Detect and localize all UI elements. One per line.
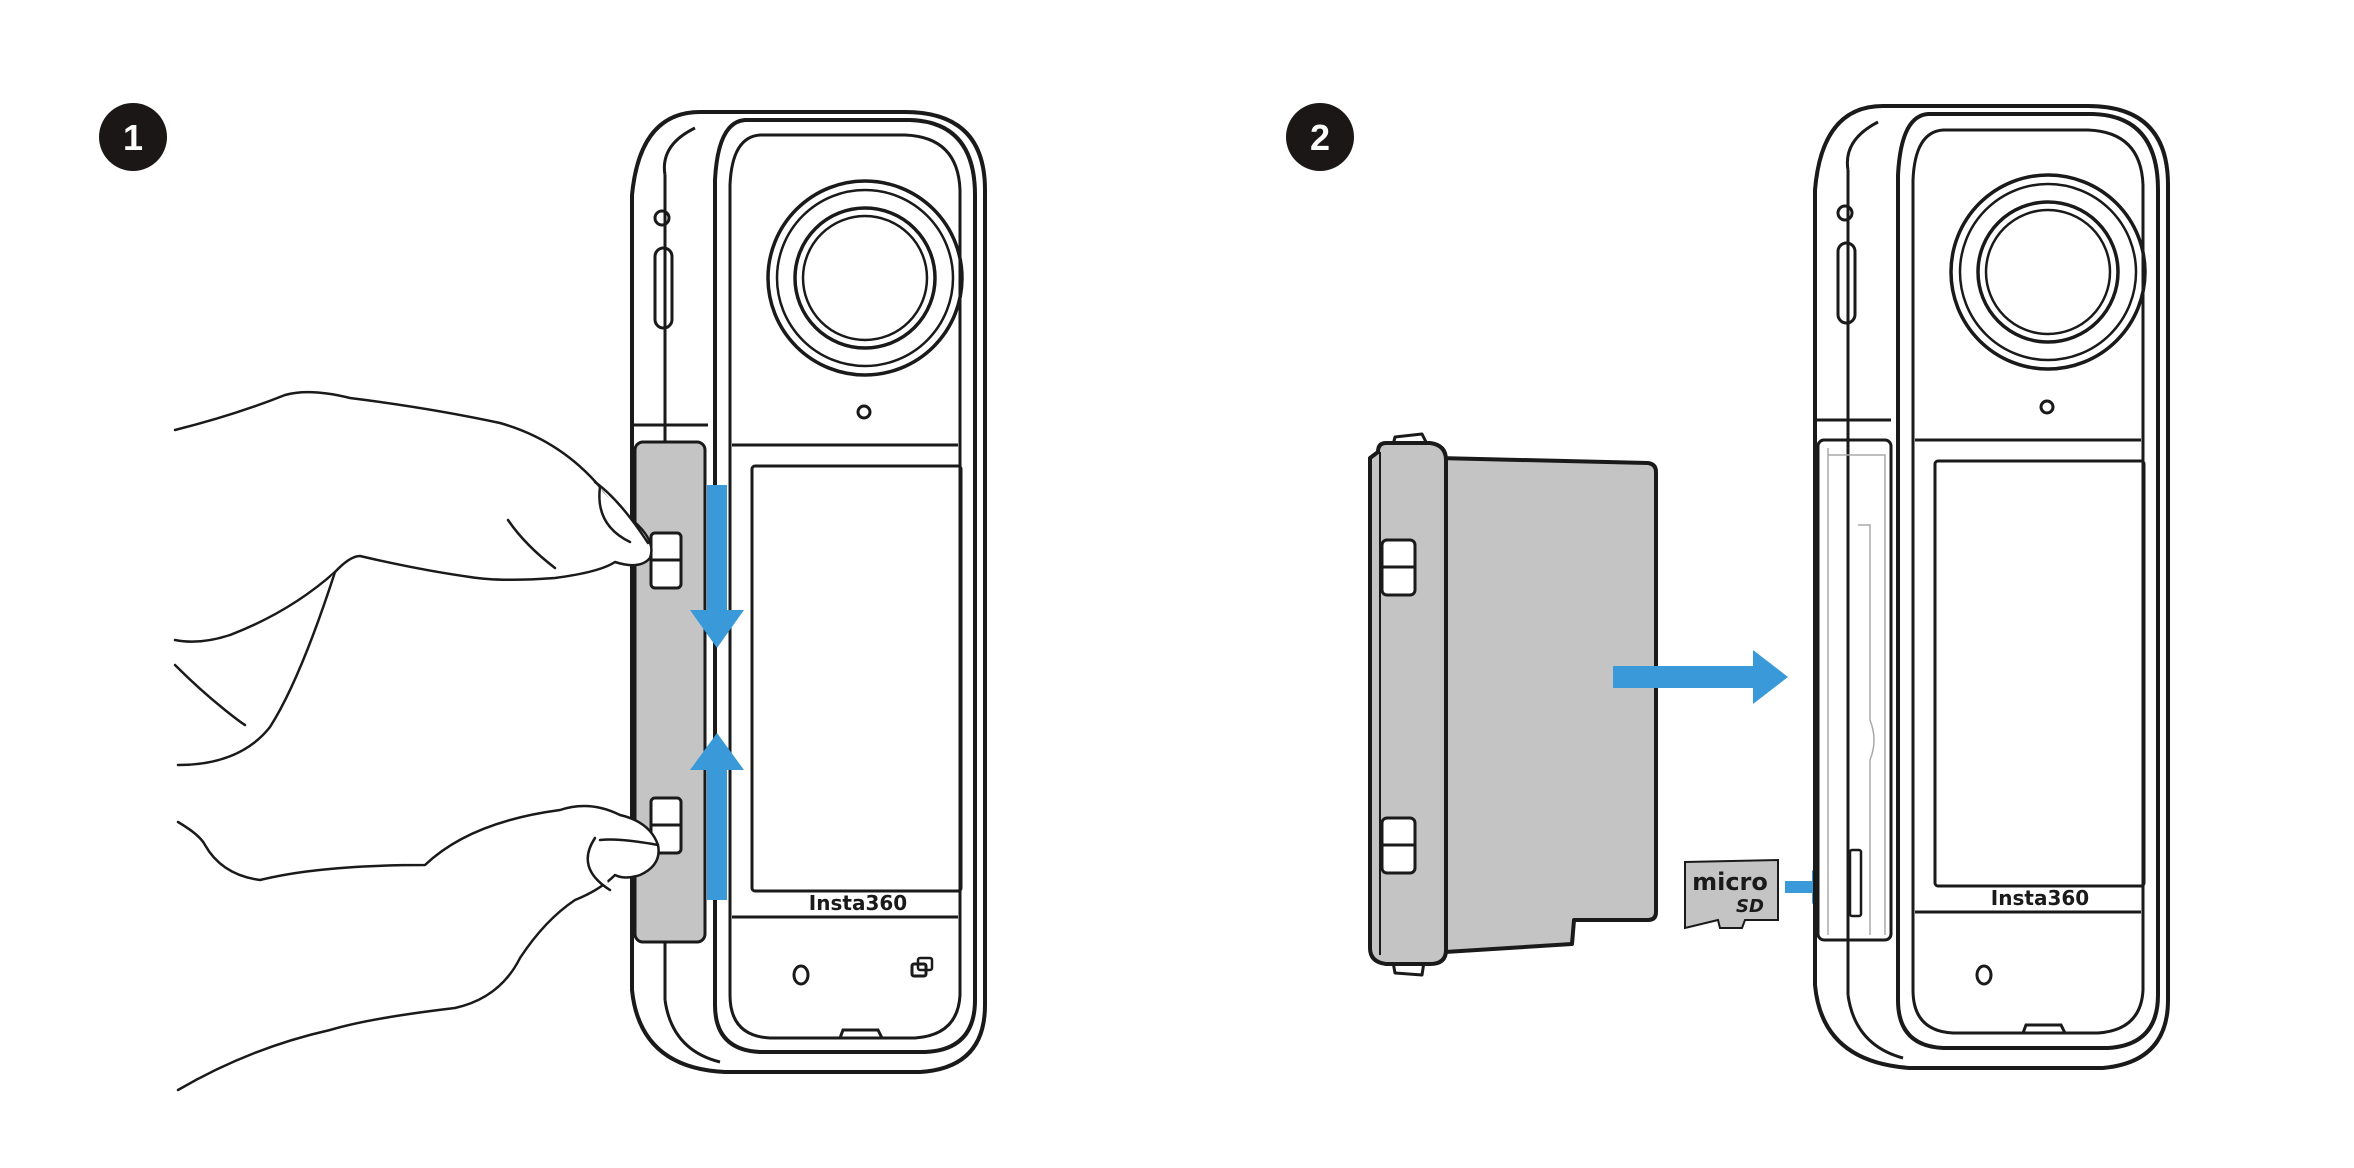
step-2-number: 2 <box>1310 117 1330 158</box>
hand-lower-icon <box>176 804 660 1092</box>
step-1-badge: 1 <box>99 103 167 171</box>
step-2-panel: 2 micro <box>1286 103 2170 1070</box>
step-1-panel: 1 <box>99 103 987 1092</box>
microsd-card-icon: micro SD <box>1684 858 1779 930</box>
microsd-micro-label: micro <box>1692 868 1768 896</box>
camera-left-brand: Insta360 <box>809 891 907 915</box>
battery-pack <box>1368 432 1658 977</box>
step-2-badge: 2 <box>1286 103 1354 171</box>
battery-pack-latch-bottom <box>1380 816 1417 875</box>
arrow-down-icon <box>690 485 744 648</box>
arrow-right-icon <box>1613 650 1788 704</box>
battery-latch-bottom <box>649 796 683 855</box>
battery-latch-top <box>649 531 683 590</box>
hand-upper-icon <box>173 390 653 767</box>
microsd-sd-label: SD <box>1736 896 1764 917</box>
camera-right-brand: Insta360 <box>1991 886 2089 910</box>
camera-right <box>1813 104 2170 1070</box>
camera-left <box>630 110 987 1074</box>
arrow-up-icon <box>690 733 744 900</box>
battery-pack-latch-top <box>1380 538 1417 597</box>
step-1-number: 1 <box>123 117 143 158</box>
